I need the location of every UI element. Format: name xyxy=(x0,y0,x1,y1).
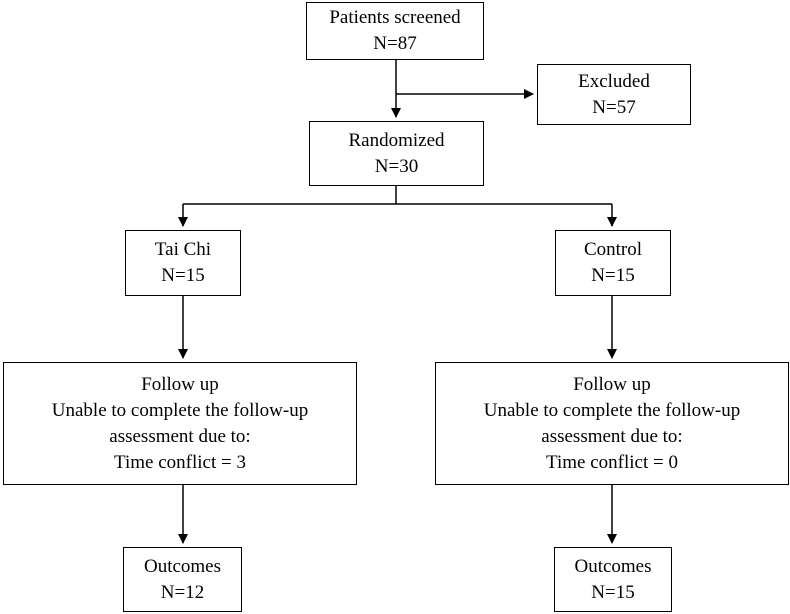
taichi-followup-title: Follow up xyxy=(141,373,219,395)
taichi-outcomes-box: Outcomes N=12 xyxy=(123,547,242,612)
control-followup-box: Follow up Unable to complete the follow-… xyxy=(435,362,789,485)
screened-count: N=87 xyxy=(373,33,417,54)
control-outcomes-box: Outcomes N=15 xyxy=(554,547,672,612)
control-group-count: N=15 xyxy=(591,265,635,286)
taichi-outcomes-count: N=12 xyxy=(160,581,205,603)
excluded-title: Excluded xyxy=(578,70,650,92)
control-followup-line2: assessment due to: xyxy=(541,425,683,447)
taichi-group-title: Tai Chi xyxy=(154,239,212,260)
screened-title: Patients screened xyxy=(329,7,461,28)
taichi-outcomes-title: Outcomes xyxy=(143,555,222,577)
screened-box: Patients screened N=87 xyxy=(306,2,484,60)
excluded-count: N=57 xyxy=(592,96,636,118)
control-followup-title: Follow up xyxy=(573,373,651,395)
control-outcomes-count: N=15 xyxy=(591,581,635,603)
control-followup-line3: Time conflict = 0 xyxy=(546,451,678,473)
taichi-followup-line2: assessment due to: xyxy=(109,425,251,447)
taichi-followup-box: Follow up Unable to complete the follow-… xyxy=(3,362,357,485)
randomized-box: Randomized N=30 xyxy=(309,121,484,186)
taichi-group-count: N=15 xyxy=(161,265,205,286)
excluded-box: Excluded N=57 xyxy=(537,64,691,125)
taichi-followup-line1: Unable to complete the follow-up xyxy=(51,399,309,421)
randomized-title: Randomized xyxy=(348,129,445,151)
control-group-title: Control xyxy=(583,239,643,260)
control-group-box: Control N=15 xyxy=(555,230,671,296)
randomized-count: N=30 xyxy=(374,155,419,177)
control-followup-line1: Unable to complete the follow-up xyxy=(483,399,741,421)
taichi-followup-line3: Time conflict = 3 xyxy=(114,451,246,473)
control-outcomes-title: Outcomes xyxy=(574,555,652,577)
taichi-group-box: Tai Chi N=15 xyxy=(125,230,241,296)
